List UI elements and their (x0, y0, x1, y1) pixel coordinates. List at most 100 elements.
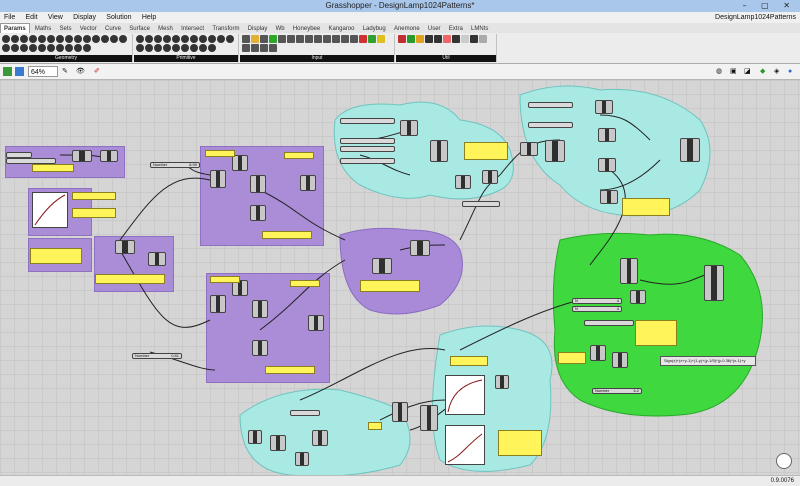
graph-mapper[interactable] (32, 192, 68, 228)
gh-component[interactable] (210, 295, 226, 313)
note-panel[interactable] (368, 422, 382, 430)
note-panel[interactable] (498, 430, 542, 456)
number-slider[interactable] (528, 102, 573, 108)
gh-component[interactable] (400, 120, 418, 136)
gh-component[interactable] (72, 150, 92, 162)
gh-component[interactable] (482, 170, 498, 184)
globe-icon[interactable]: ● (788, 68, 793, 75)
tab-sets[interactable]: Sets (59, 26, 72, 32)
tab-wb[interactable]: Wb (275, 26, 285, 32)
gh-component[interactable] (148, 252, 166, 266)
number-slider[interactable] (290, 410, 320, 416)
gh-component[interactable] (598, 158, 616, 172)
display-mode-icon[interactable]: ◍ (716, 68, 723, 75)
tab-vector[interactable]: Vector (79, 26, 97, 32)
note-panel[interactable] (284, 152, 314, 159)
graph-mapper[interactable] (445, 375, 485, 415)
gh-component[interactable] (598, 128, 616, 142)
zoom-level[interactable]: 64% (28, 66, 58, 77)
sketch-icon[interactable]: ✎ (62, 68, 68, 75)
menu-display[interactable]: Display (73, 14, 97, 21)
gh-component[interactable] (248, 430, 262, 444)
number-slider[interactable] (340, 118, 395, 124)
note-panel[interactable] (30, 248, 82, 264)
gh-component[interactable] (595, 100, 613, 114)
gh-component[interactable] (115, 240, 135, 254)
paint-icon[interactable]: ✐ (94, 68, 100, 75)
gh-component[interactable] (372, 258, 392, 274)
note-panel[interactable] (205, 150, 235, 157)
gh-component[interactable] (100, 150, 118, 162)
gh-component[interactable] (300, 175, 316, 191)
gh-component[interactable] (250, 205, 266, 221)
menu-file[interactable]: File (4, 14, 16, 21)
tab-surface[interactable]: Surface (129, 26, 150, 32)
note-panel[interactable] (450, 356, 488, 366)
tab-mesh[interactable]: Mesh (158, 26, 173, 32)
gh-component[interactable] (312, 430, 328, 446)
tab-anemone[interactable]: Anemone (393, 26, 420, 32)
selected-only-icon[interactable]: ◈ (774, 68, 780, 75)
number-slider[interactable] (528, 122, 573, 128)
gh-component[interactable] (232, 280, 248, 296)
tab-extra[interactable]: Extra (448, 26, 463, 32)
gh-component[interactable] (612, 352, 628, 368)
gh-component[interactable] (545, 140, 565, 162)
note-panel[interactable] (262, 231, 312, 239)
gh-component[interactable] (210, 170, 226, 188)
menu-solution[interactable]: Solution (106, 14, 132, 21)
navigation-ball[interactable] (776, 453, 792, 469)
tab-intersect[interactable]: Intersect (181, 26, 205, 32)
number-slider[interactable] (340, 138, 395, 144)
tab-transform[interactable]: Transform (212, 26, 240, 32)
gh-component[interactable] (430, 140, 448, 162)
gh-component[interactable] (392, 402, 408, 422)
tab-maths[interactable]: Maths (34, 26, 52, 32)
util-icons[interactable] (398, 35, 494, 54)
number-slider[interactable] (584, 320, 634, 326)
number-slider[interactable] (6, 152, 32, 158)
note-panel[interactable] (558, 352, 586, 364)
gh-component[interactable] (252, 300, 268, 318)
input-icons[interactable] (242, 35, 392, 54)
gh-component[interactable] (308, 315, 324, 331)
note-panel[interactable] (622, 198, 670, 216)
tab-lmnts[interactable]: LMNts (471, 26, 489, 32)
gh-component[interactable] (620, 258, 638, 284)
note-panel[interactable] (95, 274, 165, 284)
number-slider[interactable] (462, 201, 500, 207)
gh-component[interactable] (232, 155, 248, 171)
note-panel[interactable] (464, 142, 508, 160)
gh-component[interactable] (680, 138, 700, 162)
open-icon[interactable] (3, 67, 12, 76)
gh-component[interactable] (600, 190, 618, 204)
note-panel[interactable] (72, 192, 116, 200)
tab-honeybee[interactable]: Honeybee (292, 26, 321, 32)
cyan-group-1[interactable] (333, 101, 514, 200)
gh-component[interactable] (270, 435, 286, 451)
gh-component[interactable] (250, 175, 266, 193)
note-panel[interactable] (635, 320, 677, 346)
gh-component[interactable] (520, 142, 538, 156)
number-slider[interactable] (340, 146, 395, 152)
note-panel[interactable] (360, 280, 420, 292)
menu-edit[interactable]: Edit (25, 14, 38, 21)
number-slider[interactable] (6, 158, 56, 164)
purple-blob[interactable] (339, 227, 463, 315)
number-slider[interactable] (340, 158, 395, 164)
note-panel[interactable] (210, 276, 240, 283)
preview-shaded-icon[interactable]: ◪ (744, 68, 751, 75)
note-panel[interactable] (32, 164, 74, 172)
document-name[interactable]: DesignLamp1024Patterns (715, 14, 796, 21)
gh-component[interactable] (455, 175, 471, 189)
tab-kangaroo[interactable]: Kangaroo (328, 26, 355, 32)
gh-component[interactable] (252, 340, 268, 356)
note-panel[interactable] (72, 208, 116, 218)
expression-panel[interactable]: Sign(x)+(x+y-1)+(1-y)+(y-1/5)*(y-0.36)*(… (660, 356, 756, 366)
tab-ladybug[interactable]: Ladybug (362, 26, 386, 32)
